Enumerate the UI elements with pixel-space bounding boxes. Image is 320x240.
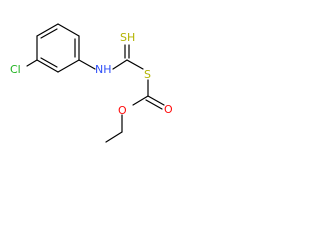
n-c-bond — [112, 59, 128, 70]
atom-o-ester: O — [118, 104, 127, 117]
c-c-bond — [105, 131, 123, 143]
ring-bond — [57, 23, 80, 37]
molecule-structure: Cl NH SH S O O — [10, 23, 173, 143]
atom-s: S — [144, 68, 151, 81]
ring-bond — [40, 28, 58, 39]
atom-o-carbonyl: O — [164, 103, 173, 116]
atom-sh: SH — [120, 31, 135, 44]
atom-nh: NH — [95, 63, 112, 76]
c-s-bond — [126, 59, 144, 70]
c-o-double-bond — [147, 95, 165, 106]
c-cl-bond — [26, 59, 38, 67]
benzene-ring — [36, 23, 80, 73]
ring-bond — [57, 59, 80, 73]
c-o-double-bond — [145, 99, 163, 110]
ring-bond — [36, 59, 59, 73]
c-o-bond — [132, 95, 149, 106]
ring-bond — [40, 57, 58, 68]
ring-bond — [36, 23, 59, 37]
c-n-bond — [78, 59, 96, 70]
atom-cl: Cl — [10, 63, 21, 76]
